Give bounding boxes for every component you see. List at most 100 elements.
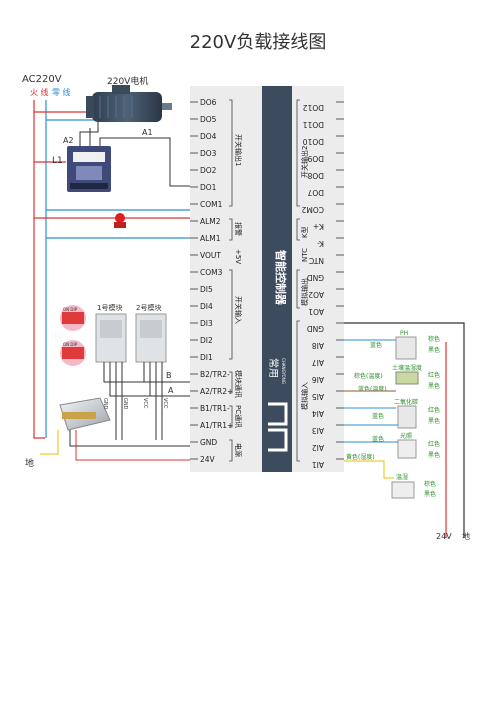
terminal-alm1: ALM1 bbox=[200, 234, 221, 243]
ph-sensor bbox=[395, 336, 417, 360]
contactor bbox=[67, 146, 111, 192]
group-switch-out-2: 开关输出2 bbox=[300, 146, 309, 178]
left-group-labels: 开关输出1 报警 +5V 开关输入 模块通讯 PC通讯 电源 bbox=[234, 134, 243, 457]
group-switch-in: 开关输入 bbox=[234, 296, 243, 324]
alarm-lamp bbox=[114, 213, 126, 228]
svg-text:红色: 红色 bbox=[428, 406, 440, 414]
ac-wires bbox=[33, 100, 190, 439]
light-label: 光照 bbox=[400, 432, 412, 440]
terminal-di4: DI4 bbox=[200, 302, 213, 311]
terminal-do10: DO10 bbox=[303, 137, 324, 146]
zero-label: 零 线 bbox=[52, 87, 71, 97]
terminal-do6: DO6 bbox=[200, 98, 217, 107]
terminal-ai8: AI8 bbox=[312, 341, 324, 350]
comm-wires bbox=[103, 362, 190, 397]
group-pc-comm: PC通讯 bbox=[234, 405, 243, 428]
terminal-ai6: AI6 bbox=[312, 375, 324, 384]
page-title: 220V负载接线图 bbox=[190, 32, 327, 53]
svg-text:GND: GND bbox=[102, 398, 108, 410]
terminal-b1: B1/TR1- bbox=[200, 404, 230, 413]
terminal-a1: A1/TR1+ bbox=[200, 421, 233, 430]
right-group-labels: 开关输出2 K型 NTC 模拟输出 模拟输入 bbox=[300, 146, 309, 410]
co2-label: 二氧化碳 bbox=[394, 398, 418, 406]
svg-text:蓝色: 蓝色 bbox=[370, 341, 382, 349]
svg-text:黑色: 黑色 bbox=[428, 382, 440, 390]
module-1-label: 1号模块 bbox=[97, 303, 122, 312]
controller-brand: 常用 bbox=[267, 358, 280, 378]
terminal-do3: DO3 bbox=[200, 149, 217, 158]
terminal-di1: DI1 bbox=[200, 353, 213, 362]
th-sensor bbox=[391, 481, 415, 499]
dip-switch-1: ON DIP bbox=[60, 305, 86, 331]
ac-label: AC220V bbox=[22, 74, 62, 85]
terminal-do1: DO1 bbox=[200, 183, 217, 192]
terminal-gnd: GND bbox=[200, 438, 217, 447]
terminal-ai7: AI7 bbox=[312, 358, 324, 367]
left-terminals: DO6 DO5 DO4 DO3 DO2 DO1 COM1 ALM2 ALM1 V… bbox=[200, 98, 233, 464]
terminal-do12: DO12 bbox=[303, 103, 324, 112]
right-terminal-leads bbox=[336, 101, 344, 460]
svg-text:VCC: VCC bbox=[142, 398, 148, 409]
soil-label: 土壤温湿度 bbox=[392, 364, 422, 372]
light-sensor bbox=[397, 439, 417, 459]
terminal-com3: COM3 bbox=[200, 268, 223, 277]
svg-text:蓝色(温度): 蓝色(温度) bbox=[358, 385, 387, 393]
terminal-kminus: K- bbox=[317, 239, 324, 248]
controller-logo bbox=[268, 402, 288, 452]
terminal-do11: DO11 bbox=[303, 120, 324, 129]
terminal-di5: DI5 bbox=[200, 285, 213, 294]
controller-right-panel bbox=[292, 86, 344, 472]
fire-label: 火 线 bbox=[30, 87, 49, 97]
terminal-ai1: AI1 bbox=[312, 460, 324, 469]
module-power-wires bbox=[115, 362, 163, 440]
module-2 bbox=[135, 313, 167, 363]
group-ntc: NTC bbox=[301, 248, 309, 262]
right-terminals: DO12 DO11 DO10 DO9 DO8 DO7 COM2 K+ K- NT… bbox=[301, 103, 324, 469]
svg-text:黑色: 黑色 bbox=[428, 417, 440, 425]
th-label: 温湿 bbox=[396, 473, 408, 481]
a2-label: A2 bbox=[63, 136, 74, 145]
svg-text:蓝色: 蓝色 bbox=[372, 435, 384, 443]
terminal-com1: COM1 bbox=[200, 200, 223, 209]
psu-pins: GND GND VCC VCC bbox=[102, 398, 168, 410]
svg-text:棕色: 棕色 bbox=[428, 335, 440, 343]
svg-text:黑色: 黑色 bbox=[424, 490, 436, 498]
terminal-ai5: AI5 bbox=[312, 392, 324, 401]
svg-text:VCC: VCC bbox=[162, 398, 168, 409]
l1-label: L1 bbox=[52, 156, 63, 166]
svg-text:红色: 红色 bbox=[428, 371, 440, 379]
terminal-do7: DO7 bbox=[307, 188, 324, 197]
group-analog-in: 模拟输入 bbox=[300, 382, 309, 410]
group-power: 电源 bbox=[234, 443, 243, 457]
motor-label: 220V电机 bbox=[107, 75, 148, 87]
svg-text:棕色(温度): 棕色(温度) bbox=[354, 372, 383, 380]
sensor-24v-label: 24V bbox=[436, 532, 452, 541]
svg-text:红色: 红色 bbox=[428, 440, 440, 448]
terminal-b2: B2/TR2- bbox=[200, 370, 230, 379]
terminal-alm2: ALM2 bbox=[200, 217, 221, 226]
sensor-ground-label: 地 bbox=[462, 531, 470, 541]
group-analog-out: 模拟输出 bbox=[300, 278, 309, 306]
dip-switch-2: ON DIP bbox=[60, 340, 86, 366]
terminal-kplus: K+ bbox=[313, 222, 324, 231]
b-label: B bbox=[166, 371, 172, 380]
right-group-brackets bbox=[296, 99, 300, 462]
svg-text:黑色: 黑色 bbox=[428, 346, 440, 354]
terminal-di2: DI2 bbox=[200, 336, 213, 345]
ph-label: PH bbox=[400, 330, 408, 337]
group-k-type: K型 bbox=[300, 226, 309, 238]
terminal-di3: DI3 bbox=[200, 319, 213, 328]
terminal-vout: VOUT bbox=[200, 251, 221, 260]
terminal-ntc: NTC bbox=[309, 256, 324, 265]
terminal-do5: DO5 bbox=[200, 115, 217, 124]
terminal-do2: DO2 bbox=[200, 166, 217, 175]
module-2-label: 2号模块 bbox=[136, 303, 161, 312]
module-1 bbox=[95, 313, 127, 363]
svg-text:黄色(湿度): 黄色(湿度) bbox=[346, 453, 375, 461]
contactor-wires bbox=[79, 122, 190, 187]
terminal-ao2: AO2 bbox=[308, 290, 324, 299]
group-alarm: 报警 bbox=[234, 222, 243, 236]
a-label: A bbox=[168, 386, 174, 395]
a1-label: A1 bbox=[142, 128, 153, 137]
